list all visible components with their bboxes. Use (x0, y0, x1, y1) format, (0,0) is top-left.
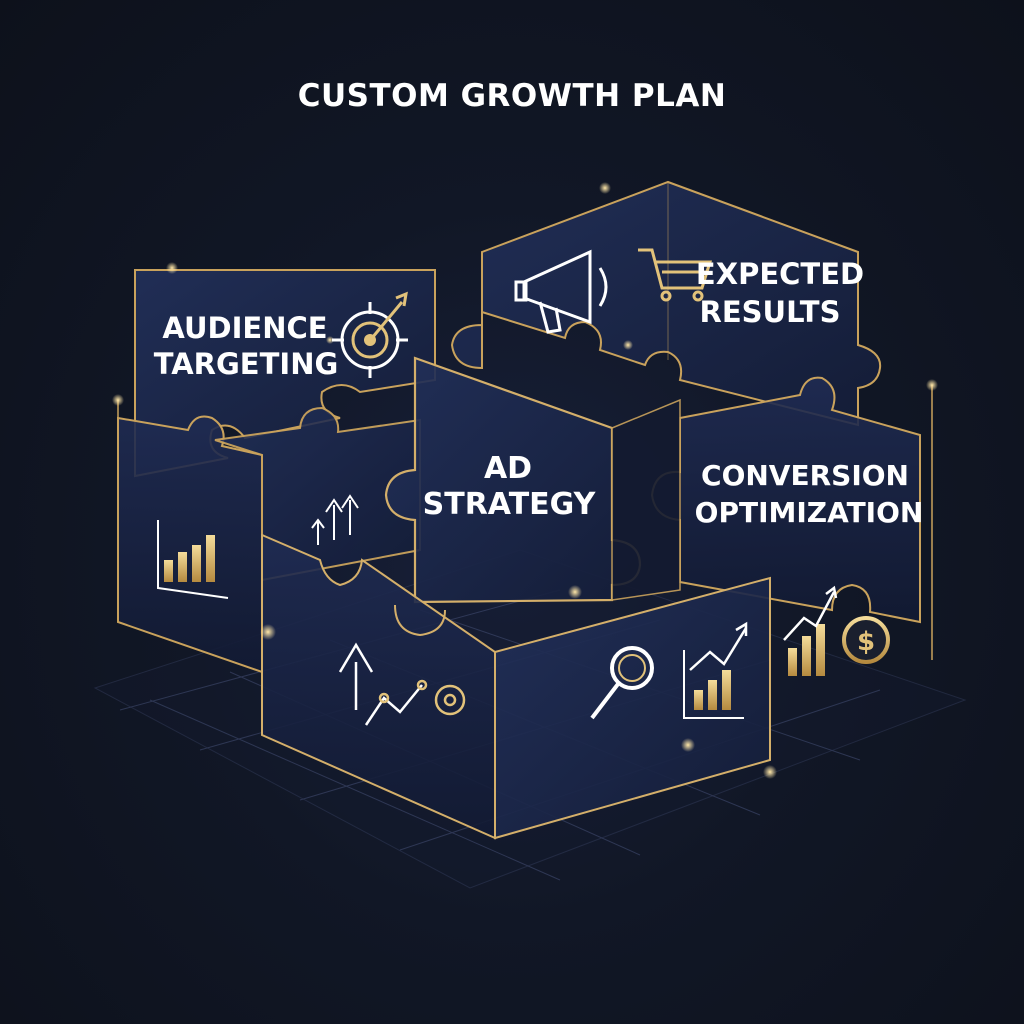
trend-bar-chart-icon (683, 621, 748, 719)
growth-arrow-icon (338, 642, 428, 726)
gear-icon (434, 684, 466, 716)
piece-ad-strategy (384, 356, 681, 604)
megaphone-icon (514, 249, 608, 334)
label-audience-line2: TARGETING (154, 347, 339, 381)
label-expected-line2: RESULTS (700, 295, 841, 329)
label-expected-line1: EXPECTED (696, 257, 864, 291)
label-audience-line1: AUDIENCE (162, 311, 327, 345)
piece-front-bottom (261, 533, 771, 840)
svg-text:$: $ (857, 627, 875, 657)
shopping-cart-icon (638, 248, 713, 302)
label-ad-line2: STRATEGY (423, 487, 597, 522)
bar-chart-icon (157, 520, 229, 599)
dollar-coin-icon: $ (783, 585, 890, 676)
label-conversion-line1: CONVERSION (701, 459, 909, 492)
glow-dots (112, 182, 938, 779)
magnifier-icon (590, 646, 654, 720)
label-ad-line1: AD (484, 451, 532, 486)
up-arrows-icon (311, 494, 359, 545)
diagram-title: CUSTOM GROWTH PLAN (297, 78, 727, 114)
label-conversion-line2: OPTIMIZATION (695, 496, 924, 529)
target-arrow-icon (332, 291, 408, 378)
